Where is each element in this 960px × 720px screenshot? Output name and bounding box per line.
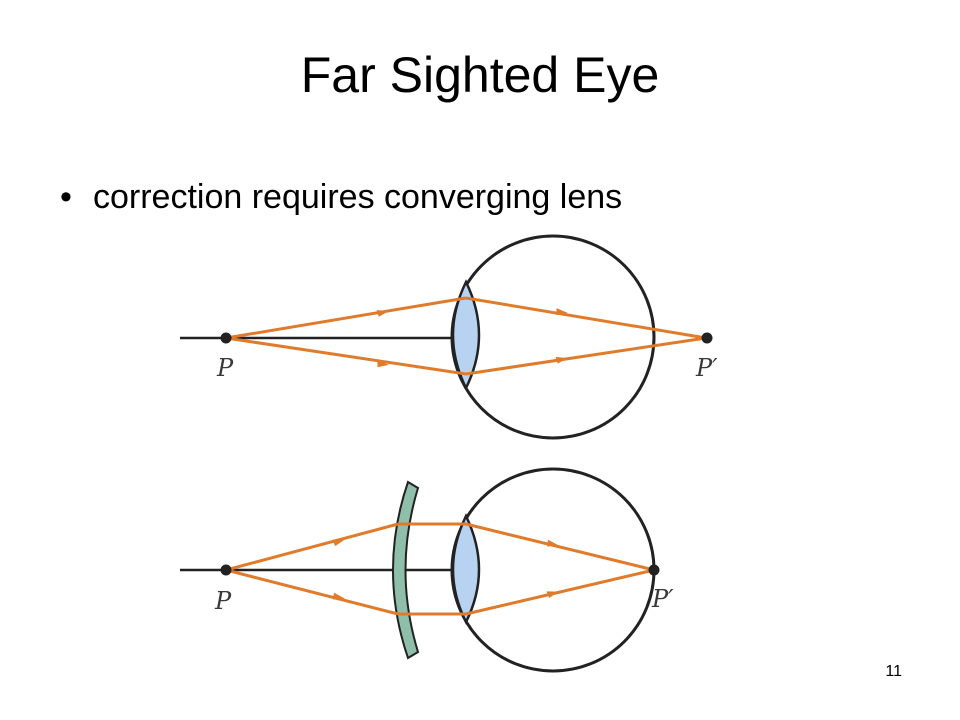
image-point-marker — [648, 564, 660, 576]
arrowhead-icon — [547, 539, 559, 547]
eyeball-outline — [450, 234, 656, 440]
ray-lower-incoming — [225, 568, 399, 616]
object-point-marker — [220, 564, 232, 576]
arrowhead-icon — [333, 592, 345, 600]
eyeball-outline — [450, 467, 656, 673]
ray-lower-incoming — [225, 336, 467, 376]
ray-arrowheads — [376, 308, 568, 368]
slide-title: Far Sighted Eye — [300, 47, 660, 103]
ray-lower-refracted — [465, 568, 655, 616]
arrowhead-icon — [376, 310, 389, 317]
page-number: 11 — [885, 663, 902, 680]
eye-lens — [451, 513, 481, 625]
object-point-label: P — [216, 354, 234, 382]
light-rays — [225, 522, 655, 616]
ray-arrowheads — [332, 539, 559, 600]
ray-lower-refracted — [465, 336, 707, 376]
object-point-label: P — [214, 587, 232, 615]
ray-upper-refracted — [465, 296, 707, 340]
arrowhead-icon — [555, 356, 568, 364]
light-rays — [225, 296, 707, 376]
ray-upper-refracted — [465, 522, 655, 572]
arrowhead-icon — [556, 308, 568, 316]
arrowhead-icon — [546, 591, 559, 599]
object-point-marker — [220, 332, 232, 344]
uncorrected-eye-diagram: P P′ — [180, 234, 718, 440]
bullet-item: • correction requires converging lens — [60, 172, 622, 222]
image-point-label: P′ — [695, 354, 718, 382]
image-point-marker — [701, 332, 713, 344]
corrected-eye-diagram: P P′ — [180, 467, 674, 673]
ray-upper-incoming — [225, 522, 399, 572]
bullet-dot-icon: • — [60, 178, 72, 216]
bullet-text: correction requires converging lens — [93, 178, 623, 216]
eye-lens — [451, 279, 481, 391]
bullet-list: • correction requires converging lens — [60, 172, 622, 222]
ray-upper-incoming — [225, 296, 467, 340]
image-point-label: P′ — [651, 585, 674, 613]
arrowhead-icon — [377, 360, 389, 368]
arrowhead-icon — [332, 539, 345, 547]
